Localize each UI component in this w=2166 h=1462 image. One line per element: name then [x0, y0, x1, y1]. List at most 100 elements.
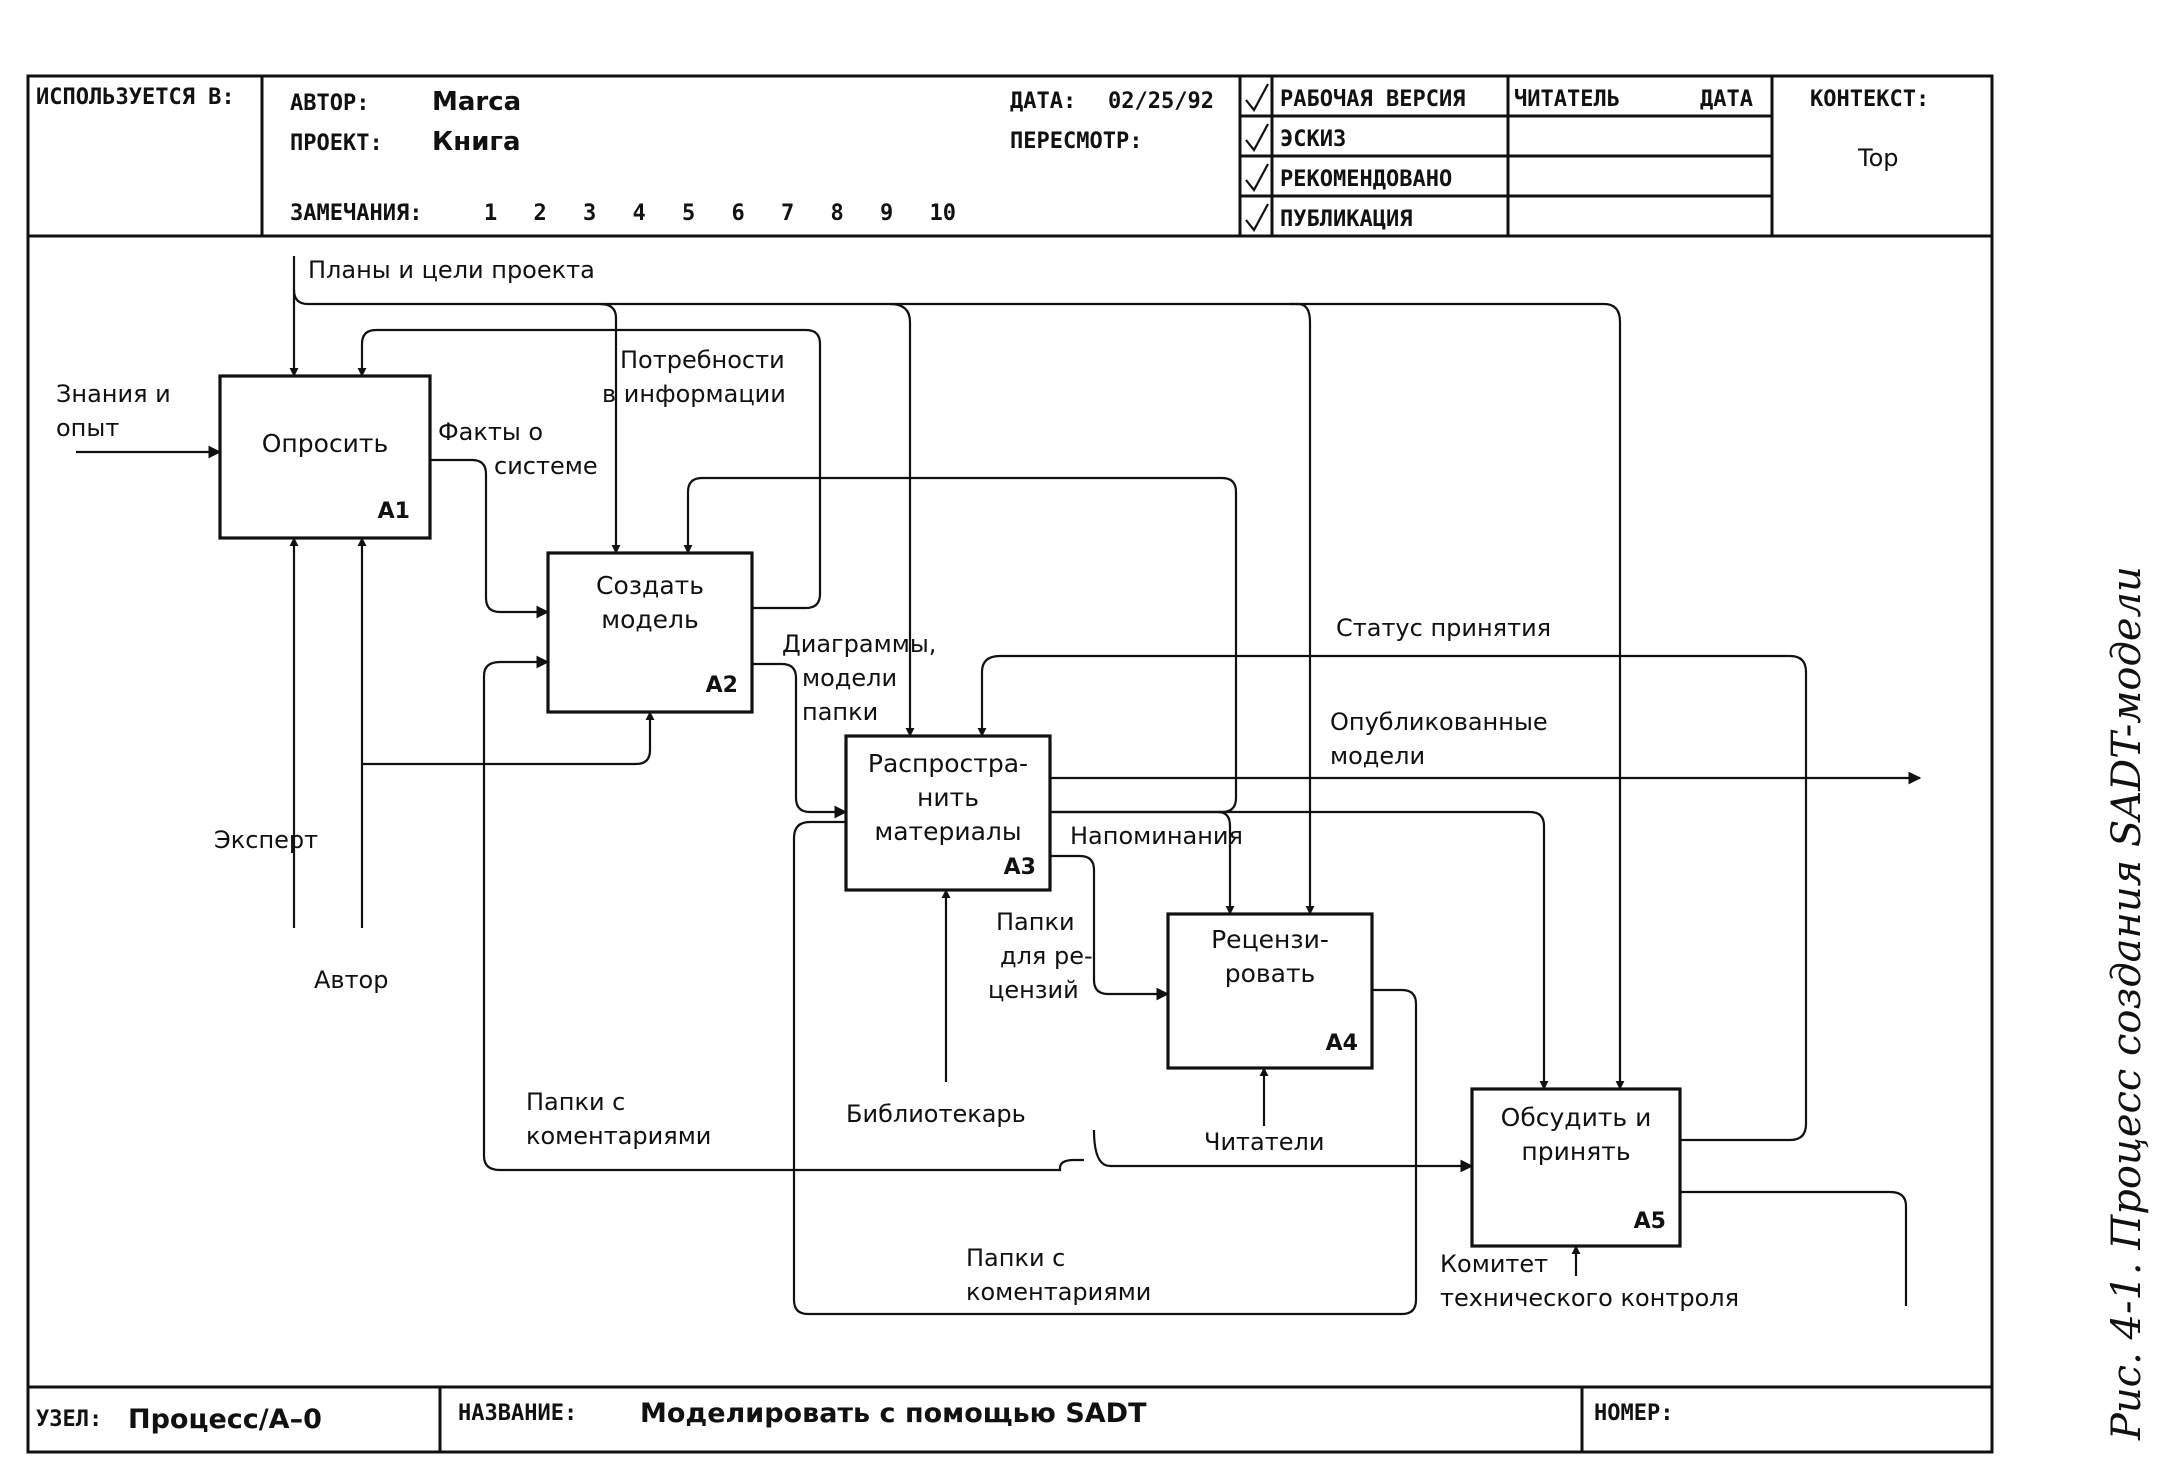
title-label: НАЗВАНИЕ: [458, 1401, 577, 1426]
box-a2-label-1: Создать [596, 571, 704, 600]
reader-label: ЧИТАТЕЛЬ [1514, 87, 1620, 112]
box-a5-label-1: Обсудить и [1501, 1103, 1652, 1132]
label-review-folders-3: цензий [988, 976, 1079, 1004]
label-knowledge-2: опыт [56, 414, 119, 442]
label-needs-1: Потребности [620, 346, 785, 374]
label-review-folders-2: для ре- [1000, 942, 1093, 970]
arrow-commented-folders-to-a5 [1092, 1129, 1474, 1173]
reader-date-label: ДАТА [1700, 87, 1753, 112]
used-in-label: ИСПОЛЬЗУЕТСЯ В: [36, 85, 235, 110]
function-box-a1: Опросить A1 [218, 374, 432, 540]
box-a1 [218, 374, 432, 540]
title-value: Моделировать с помощью SADT [640, 1398, 1147, 1429]
box-a1-label: Опросить [262, 429, 388, 458]
arrow-labels: Планы и цели проекта Знания и опыт Факты… [56, 256, 1739, 1312]
label-committee-1: Комитет [1440, 1250, 1548, 1278]
box-a3-label-3: материалы [874, 817, 1021, 846]
box-a4-id: A4 [1326, 1031, 1358, 1056]
arrow-author-to-a2 [362, 711, 655, 766]
note-number: 5 [682, 201, 695, 226]
box-a3-label-2: нить [917, 783, 979, 812]
box-a5-label-2: принять [1521, 1137, 1630, 1166]
arrow-commented-folders-to-a2 [482, 655, 1084, 1172]
project-value: Книга [432, 127, 521, 157]
label-reminders: Напоминания [1070, 822, 1243, 850]
label-expert: Эксперт [214, 826, 318, 854]
context-value: Top [1857, 144, 1899, 172]
label-diagrams-1: Диаграммы, [782, 630, 936, 658]
box-a4 [1166, 912, 1374, 1070]
box-a3-id: A3 [1004, 855, 1036, 880]
arrow-plans-to-a4 [1290, 302, 1315, 915]
context-label: КОНТЕКСТ: [1810, 87, 1929, 112]
label-facts-2: системе [494, 452, 598, 480]
arrow-commented-folders-to-a3 [792, 820, 1418, 1316]
label-needs-2: в информации [602, 380, 786, 408]
label-committee-2: технического контроля [1440, 1284, 1739, 1312]
project-label: ПРОЕКТ: [290, 131, 383, 156]
note-number: 1 [484, 201, 497, 226]
number-label: НОМЕР: [1594, 1401, 1673, 1426]
box-a3 [844, 734, 1052, 892]
label-published-1: Опубликованные [1330, 708, 1548, 736]
box-a5 [1470, 1087, 1682, 1248]
label-librarian: Библиотекарь [846, 1100, 1026, 1128]
note-number: 7 [781, 201, 794, 226]
form-frame [26, 74, 1994, 1454]
status-checkmarks [1245, 83, 1269, 232]
status-working: РАБОЧАЯ ВЕРСИЯ [1280, 87, 1465, 112]
label-author: Автор [314, 966, 388, 994]
label-readers: Читатели [1204, 1128, 1324, 1156]
node-label: УЗЕЛ: [36, 1407, 102, 1432]
label-knowledge-1: Знания и [56, 380, 171, 408]
check-icon [1245, 123, 1269, 152]
box-a3-label-1: Распростра- [868, 749, 1028, 778]
check-icon [1245, 163, 1269, 192]
label-plans: Планы и цели проекта [308, 256, 595, 284]
date-label: ДАТА: [1010, 89, 1076, 114]
label-commented-folders-2a: Папки с [966, 1244, 1065, 1272]
arrow-status-to-a3 [977, 654, 1808, 1142]
box-a2-id: A2 [706, 673, 738, 698]
figure-caption: Рис. 4-1. Процесс создания SADT-модели [2104, 566, 2150, 1441]
check-icon [1245, 83, 1269, 112]
note-number: 9 [880, 201, 893, 226]
author-value: Marca [432, 87, 521, 117]
arrow-needs-feedback [360, 328, 822, 610]
function-box-a5: Обсудить и принять A5 [1470, 1087, 1682, 1248]
arrow-reminders-to-a5 [1218, 810, 1549, 1090]
label-commented-folders-1b: коментариями [526, 1122, 711, 1150]
function-box-a3: Распростра- нить материалы A3 [844, 734, 1052, 892]
box-a1-id: A1 [378, 499, 410, 524]
arrow-facts-to-a2 [430, 458, 550, 619]
label-published-2: модели [1330, 742, 1425, 770]
revision-label: ПЕРЕСМОТР: [1010, 129, 1142, 154]
label-diagrams-2: модели [802, 664, 897, 692]
arrow-a5-feedback-right [1680, 1190, 1908, 1306]
status-recommended: РЕКОМЕНДОВАНО [1280, 167, 1452, 192]
note-number: 10 [930, 201, 957, 226]
author-label: АВТОР: [290, 91, 369, 116]
arrows [76, 256, 1922, 1316]
notes-label: ЗАМЕЧАНИЯ: [290, 201, 422, 226]
label-commented-folders-2b: коментариями [966, 1278, 1151, 1306]
box-a2 [546, 551, 754, 714]
date-value: 02/25/92 [1108, 89, 1214, 114]
node-value: Процесс/A–0 [128, 1404, 322, 1435]
function-box-a2: Создать модель A2 [546, 551, 754, 714]
function-box-a4: Рецензи- ровать A4 [1166, 912, 1374, 1070]
status-publication: ПУБЛИКАЦИЯ [1280, 207, 1412, 232]
note-number: 8 [831, 201, 844, 226]
box-a2-label-2: модель [601, 605, 699, 634]
arrow-reminders-to-a2 [683, 476, 1238, 814]
label-commented-folders-1a: Папки с [526, 1088, 625, 1116]
box-a5-id: A5 [1634, 1209, 1666, 1234]
note-number: 3 [583, 201, 596, 226]
check-icon [1245, 203, 1269, 232]
arrow-plans-to-a3 [889, 302, 915, 737]
label-status: Статус принятия [1336, 614, 1551, 642]
box-a4-label-2: ровать [1225, 959, 1316, 988]
